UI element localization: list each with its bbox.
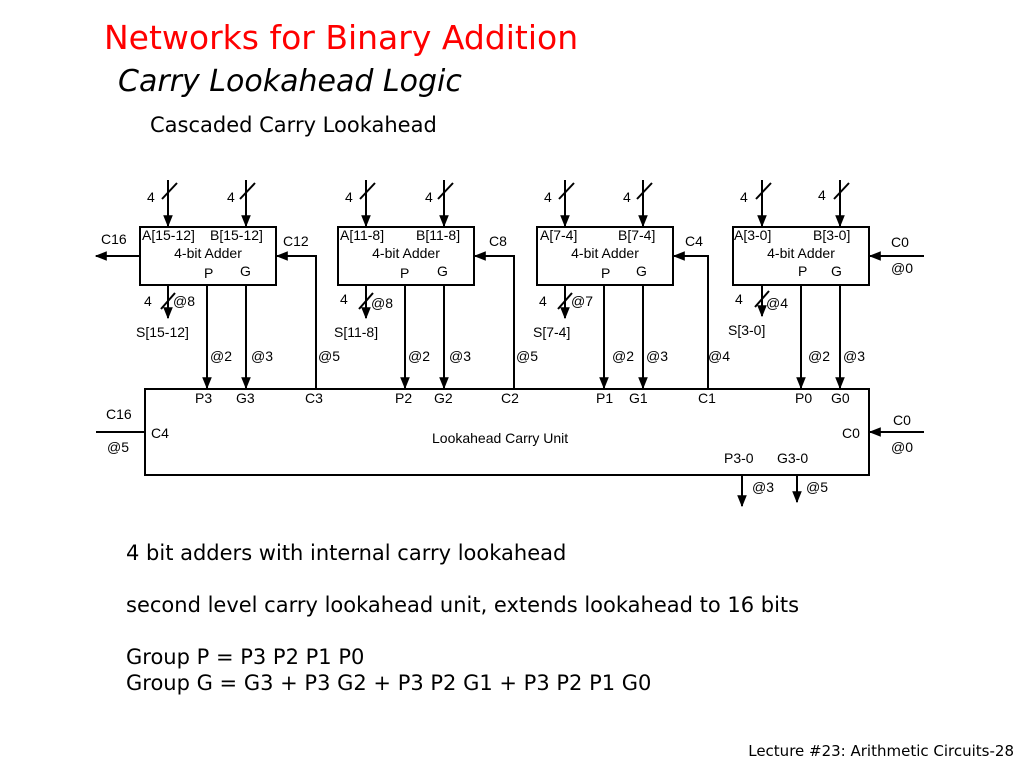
carry-in-label: C8	[489, 233, 507, 249]
group-p-timing: @3	[752, 479, 774, 495]
g-output-label: G	[437, 263, 448, 279]
adder-body: 4-bit Adder	[372, 245, 440, 261]
a-input-label: A[11-8]	[340, 227, 384, 243]
carry-in-label: C0	[891, 234, 909, 250]
g-output-label: G	[636, 263, 647, 279]
p-output-label: P	[204, 265, 213, 281]
port-p1: P1	[596, 390, 613, 406]
port-c4: C4	[151, 425, 169, 441]
sum-label: S[11-8]	[334, 324, 378, 340]
a-input-label: A[3-0]	[734, 227, 771, 243]
port-c0: C0	[842, 425, 860, 441]
port-c3: C3	[305, 390, 323, 406]
lookahead-carry-unit-labels: P3 G3 C3 P2 G2 C2 P1 G1 C1 P0 G0 C4 C0 L…	[106, 390, 913, 495]
sum-width: 4	[539, 293, 547, 309]
note-line: Group G = G3 + P3 G2 + P3 P2 G1 + P3 P2 …	[126, 671, 652, 695]
note-line: second level carry lookahead unit, exten…	[126, 593, 800, 617]
sum-timing: @8	[173, 293, 195, 309]
adder-bits-7-4-labels: 4 4 A[7-4] B[7-4] 4-bit Adder P G 4 @7 S…	[533, 189, 730, 364]
c0-input-label: C0	[893, 412, 911, 428]
notes: 4 bit adders with internal carry lookahe…	[126, 540, 799, 696]
adder-bits-3-0	[732, 180, 924, 390]
p-timing: @2	[408, 348, 430, 364]
a-input-label: A[7-4]	[540, 227, 577, 243]
sum-timing: @7	[571, 293, 593, 309]
port-g0: G0	[831, 390, 850, 406]
carry-in-timing: @5	[318, 348, 340, 364]
g-timing: @3	[843, 348, 865, 364]
c16-output-label: C16	[106, 406, 132, 422]
adder-bits-15-12	[94, 180, 317, 390]
note-line: 4 bit adders with internal carry lookahe…	[126, 541, 567, 565]
adder-bits-3-0-labels: 4 4 A[3-0] B[3-0] 4-bit Adder P G 4 @4 S…	[728, 187, 913, 364]
b-width: 4	[623, 189, 631, 205]
p-timing: @2	[808, 348, 830, 364]
port-c1: C1	[698, 390, 716, 406]
b-input-label: B[11-8]	[416, 227, 460, 243]
sum-label: S[15-12]	[136, 324, 189, 340]
port-c2: C2	[501, 390, 519, 406]
b-input-label: B[15-12]	[210, 227, 263, 243]
port-p0: P0	[795, 390, 812, 406]
b-input-label: B[7-4]	[618, 227, 655, 243]
footer: Lecture #23: Arithmetic Circuits-28	[748, 742, 1014, 760]
port-g3: G3	[236, 390, 255, 406]
a-input-label: A[15-12]	[142, 227, 195, 243]
section-heading: Cascaded Carry Lookahead	[150, 113, 437, 137]
port-g1: G1	[629, 390, 648, 406]
sum-width: 4	[735, 291, 743, 307]
lookahead-carry-unit	[96, 388, 924, 508]
a-width: 4	[740, 189, 748, 205]
g-timing: @3	[449, 348, 471, 364]
b-width: 4	[425, 189, 433, 205]
a-width: 4	[345, 189, 353, 205]
c16-timing: @5	[107, 439, 129, 455]
b-input-label: B[3-0]	[813, 227, 850, 243]
adder-bits-7-4	[536, 180, 709, 390]
adder-body: 4-bit Adder	[174, 245, 242, 261]
adder-bits-11-8-labels: 4 4 A[11-8] B[11-8] 4-bit Adder P G 4 @8…	[334, 189, 538, 364]
p-output-label: P	[400, 265, 409, 281]
adder-body: 4-bit Adder	[571, 245, 639, 261]
p-timing: @2	[210, 348, 232, 364]
carry-in-timing: @4	[708, 348, 730, 364]
a-width: 4	[544, 189, 552, 205]
c0-timing: @0	[891, 439, 913, 455]
port-p2: P2	[395, 390, 412, 406]
carry-in-timing: @5	[516, 348, 538, 364]
carry-out-label: C16	[101, 231, 127, 247]
p-timing: @2	[612, 348, 634, 364]
b-width: 4	[227, 189, 235, 205]
lookahead-unit-label: Lookahead Carry Unit	[432, 430, 568, 446]
carry-lookahead-diagram: 4 4 A[15-12] B[15-12] 4-bit Adder P G 4 …	[94, 180, 924, 508]
group-p-label: P3-0	[724, 450, 754, 466]
carry-in-label: C4	[685, 233, 703, 249]
g-timing: @3	[646, 348, 668, 364]
sum-timing: @8	[371, 295, 393, 311]
sum-width: 4	[144, 293, 152, 309]
g-output-label: G	[240, 263, 251, 279]
carry-in-label: C12	[283, 233, 309, 249]
p-output-label: P	[798, 263, 807, 279]
adder-body: 4-bit Adder	[767, 245, 835, 261]
slide-title: Networks for Binary Addition	[104, 18, 579, 57]
adder-bits-11-8	[337, 180, 515, 390]
port-g2: G2	[434, 390, 453, 406]
g-timing: @3	[251, 348, 273, 364]
sum-width: 4	[340, 291, 348, 307]
adder-bits-15-12-labels: 4 4 A[15-12] B[15-12] 4-bit Adder P G 4 …	[101, 189, 340, 364]
sum-label: S[3-0]	[728, 322, 765, 338]
group-g-label: G3-0	[777, 450, 808, 466]
p-output-label: P	[601, 265, 610, 281]
carry-in-timing: @0	[891, 260, 913, 276]
b-width: 4	[818, 187, 826, 203]
g-output-label: G	[831, 263, 842, 279]
a-width: 4	[147, 189, 155, 205]
note-line: Group P = P3 P2 P1 P0	[126, 645, 365, 669]
group-g-timing: @5	[806, 479, 828, 495]
sum-label: S[7-4]	[533, 324, 570, 340]
slide-subtitle: Carry Lookahead Logic	[118, 64, 462, 99]
sum-timing: @4	[766, 295, 788, 311]
port-p3: P3	[195, 390, 212, 406]
